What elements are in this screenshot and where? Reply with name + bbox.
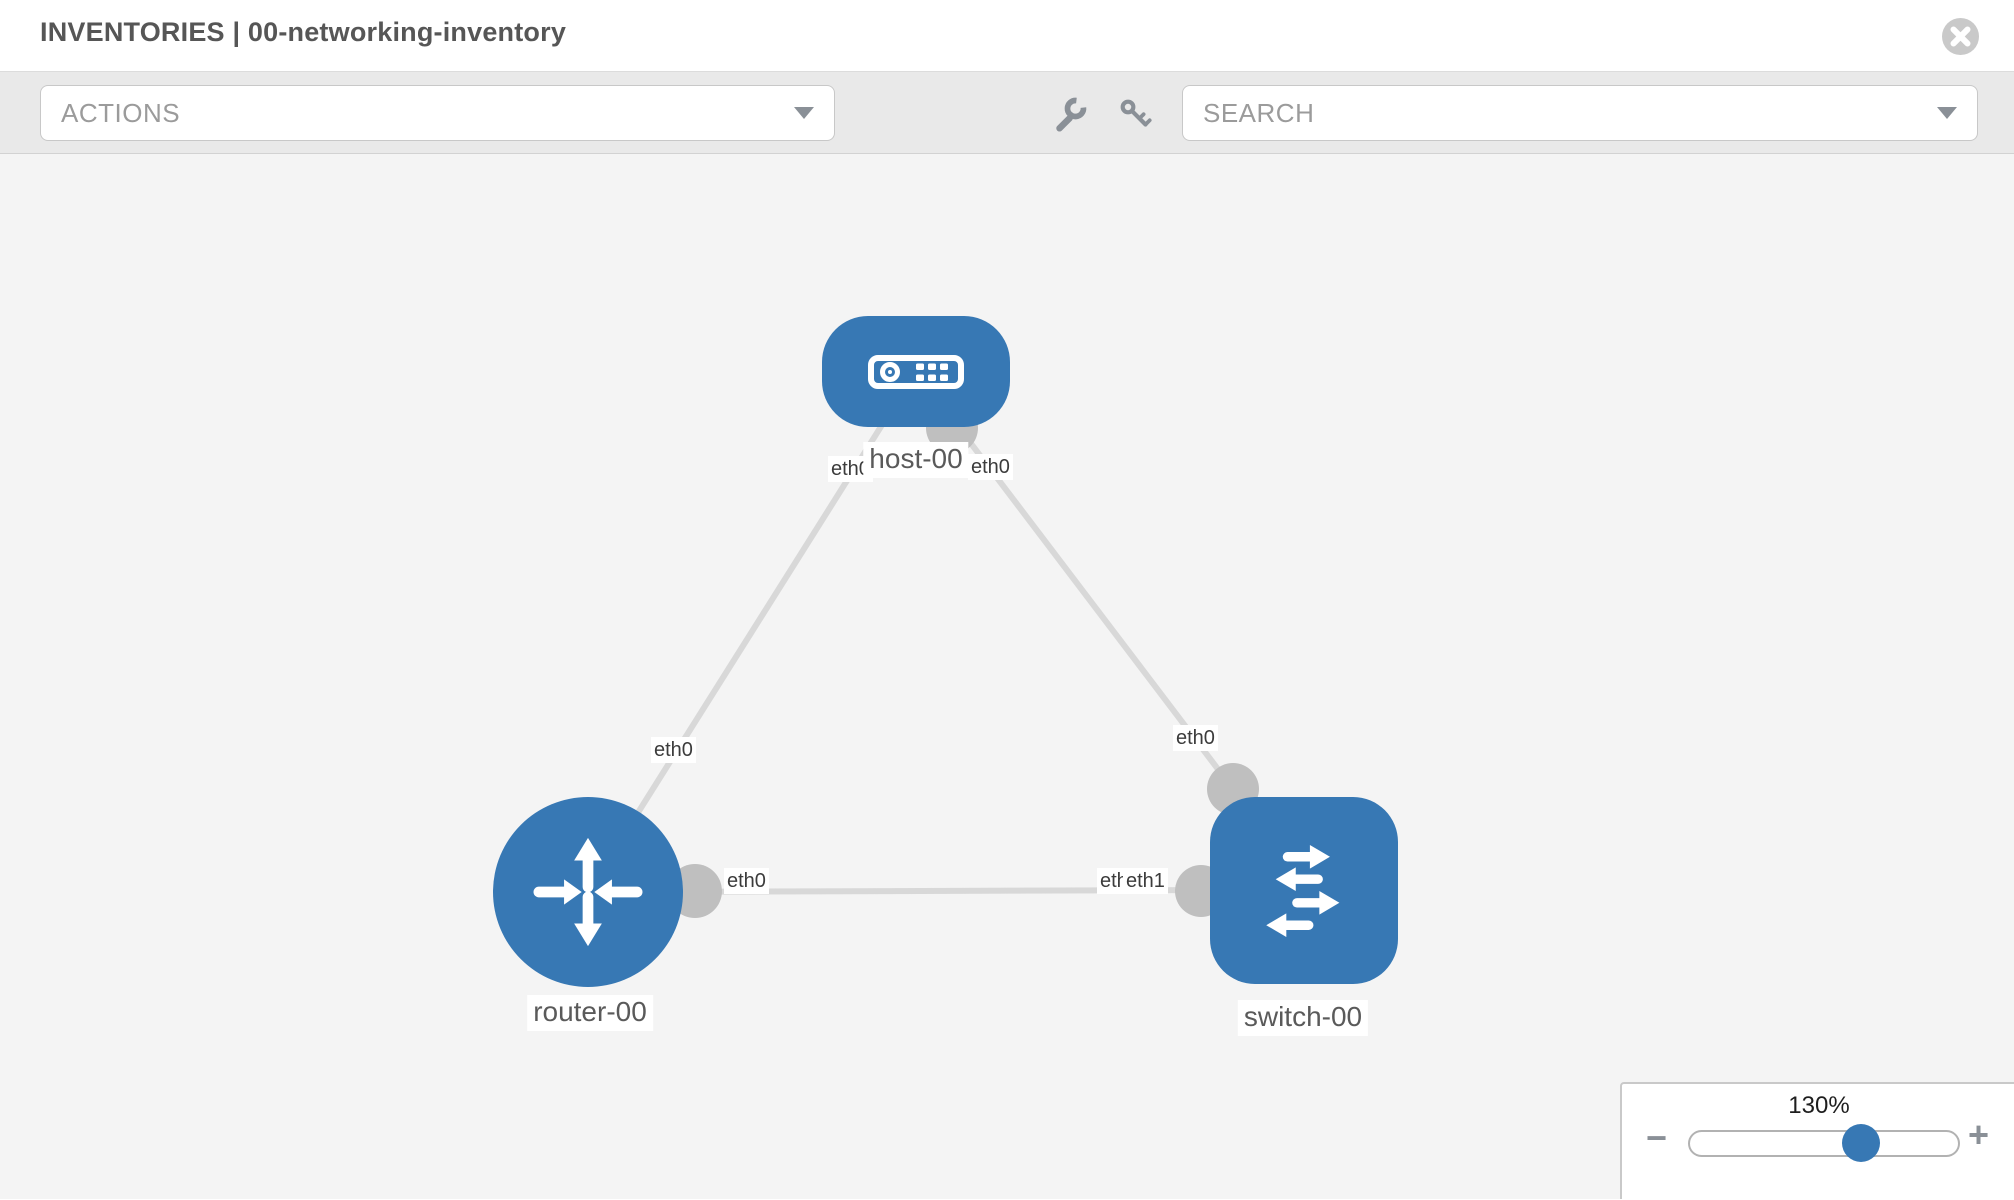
zoom-panel: 130% − + bbox=[1620, 1082, 2014, 1199]
node-host-00[interactable] bbox=[822, 316, 1010, 427]
close-icon bbox=[1942, 18, 1979, 55]
close-button[interactable] bbox=[1942, 18, 1979, 55]
key-icon bbox=[1120, 99, 1152, 127]
node-router-00[interactable] bbox=[493, 797, 683, 987]
page-title: INVENTORIES | 00-networking-inventory bbox=[40, 17, 567, 47]
toolbar: ACTIONS SEARCH bbox=[0, 71, 2014, 154]
iface-label-router-eth0: eth0 bbox=[724, 868, 769, 894]
chevron-down-icon bbox=[1937, 107, 1957, 119]
topology-links-layer bbox=[585, 369, 1259, 918]
credentials-button[interactable] bbox=[1117, 96, 1155, 134]
zoom-level-value: 130% bbox=[1788, 1092, 1850, 1119]
zoom-slider[interactable] bbox=[1688, 1124, 1960, 1162]
search-dropdown[interactable]: SEARCH bbox=[1182, 85, 1978, 141]
tools-button[interactable] bbox=[1050, 96, 1088, 134]
search-placeholder: SEARCH bbox=[1203, 97, 1315, 128]
node-switch-00[interactable] bbox=[1210, 797, 1398, 984]
iface-label-router-eth0-top: eth0 bbox=[651, 737, 696, 763]
wrench-icon bbox=[1056, 97, 1087, 132]
router-icon bbox=[533, 837, 643, 947]
iface-label-switch-eth0: eth0 bbox=[1173, 725, 1218, 751]
node-label-switch-00: switch-00 bbox=[1237, 1000, 1369, 1036]
chevron-down-icon bbox=[794, 107, 814, 119]
zoom-slider-thumb[interactable] bbox=[1842, 1124, 1880, 1162]
page-header: INVENTORIES | 00-networking-inventory bbox=[0, 0, 2014, 71]
node-label-host-00: host-00 bbox=[863, 442, 969, 478]
zoom-in-button[interactable]: + bbox=[1968, 1114, 1990, 1155]
actions-dropdown[interactable]: ACTIONS bbox=[40, 85, 835, 141]
iface-label-host-eth0-right: eth0 bbox=[968, 454, 1013, 480]
iface-label-switch-eth1: eth1 bbox=[1123, 868, 1168, 894]
zoom-out-button[interactable]: − bbox=[1646, 1117, 1668, 1158]
node-label-router-00: router-00 bbox=[527, 995, 653, 1031]
host-icon bbox=[868, 354, 964, 389]
switch-icon bbox=[1266, 844, 1340, 937]
actions-dropdown-label: ACTIONS bbox=[61, 97, 181, 128]
topology-canvas[interactable]: host-00 router-00 switch-00 eth0 eth0 et… bbox=[0, 154, 2014, 1199]
